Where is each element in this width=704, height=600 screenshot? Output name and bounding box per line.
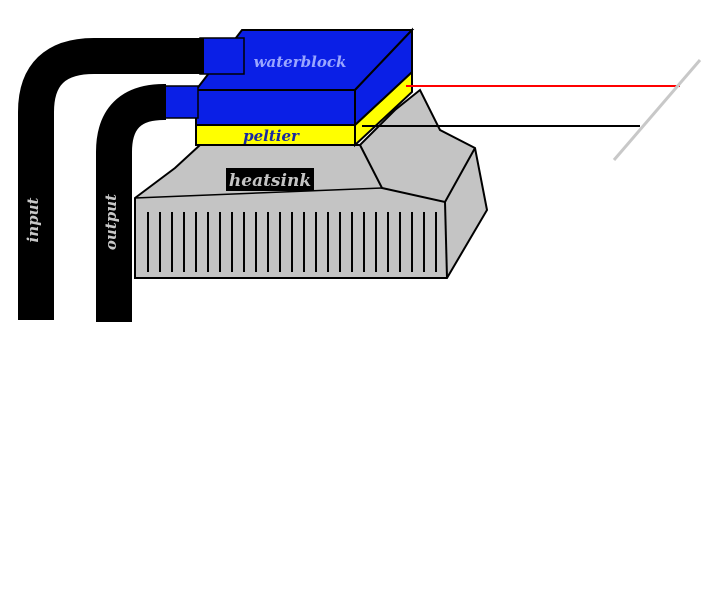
heatsink-label: heatsink (229, 171, 311, 191)
input-tube-label: input (24, 197, 42, 242)
waterblock: waterblock (157, 27, 415, 128)
heatsink-facet-edge (444, 201, 448, 279)
heatsink-fins (147, 212, 437, 272)
heatsink-facet-edge (134, 187, 383, 199)
waterblock-front (195, 89, 356, 126)
power-switch-line (612, 59, 702, 161)
heatsink: heatsink (134, 88, 489, 279)
input-tube-path (18, 38, 204, 320)
peltier-label: peltier (243, 127, 300, 145)
heatsink-label-bg (226, 168, 314, 191)
waterblock-label: waterblock (254, 53, 347, 71)
input-tube: input (18, 38, 204, 320)
output-tube: output (96, 84, 166, 322)
power-wires (362, 59, 702, 161)
waterblock-inlet-fitting (199, 37, 245, 75)
output-tube-path (96, 84, 166, 322)
waterblock-side (354, 27, 413, 128)
heatsink-facet (359, 144, 476, 204)
output-tube-label: output (102, 194, 120, 250)
